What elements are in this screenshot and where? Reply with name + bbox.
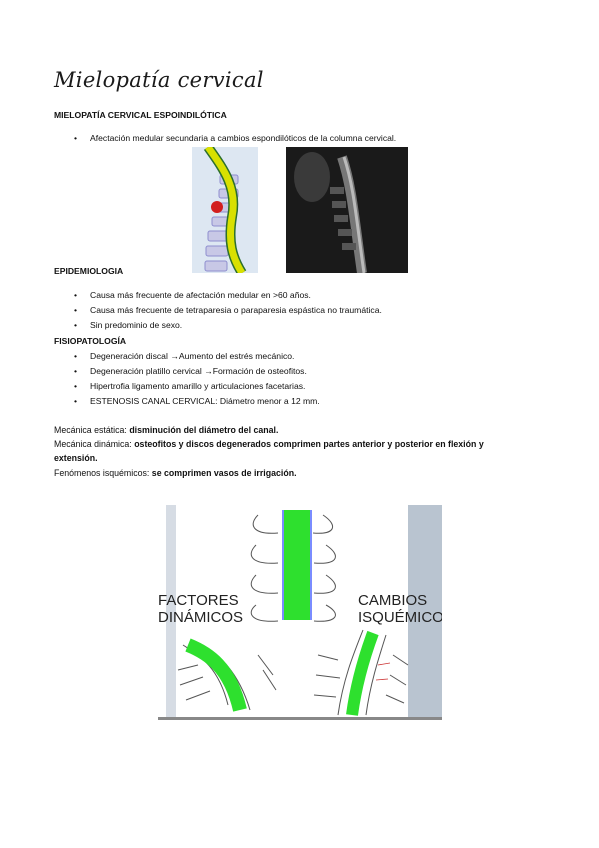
lesion-marker xyxy=(211,201,223,213)
static-mechanics-line: Mecánica estática: disminución del diáme… xyxy=(54,425,279,435)
list-item: •ESTENOSIS CANAL CERVICAL: Diámetro meno… xyxy=(74,396,320,406)
mechanics-figure: FACTORES DINÁMICOS CAMBIOS ISQUÉMICOS xyxy=(158,505,442,720)
spinal-cord-straight xyxy=(284,510,310,620)
list-item: •Degeneración platillo cervical →Formaci… xyxy=(74,366,307,376)
list-item: •Hipertrofia ligamento amarillo y articu… xyxy=(74,381,306,391)
list-item: •Afectación medular secundaria a cambios… xyxy=(74,133,397,143)
list-item: •Sin predominio de sexo. xyxy=(74,320,183,330)
section-heading-mielopatia: MIELOPATÍA CERVICAL ESPOINDILÓTICA xyxy=(54,110,227,120)
dynamic-mechanics-line-cont: extensión. xyxy=(54,453,98,463)
label-isquemicos: ISQUÉMICOS xyxy=(358,609,442,626)
spinal-cord-illustration xyxy=(205,147,245,273)
section-heading-epidemiologia: EPIDEMIOLOGIA xyxy=(54,266,124,276)
page-title: Mielopatía cervical xyxy=(54,68,264,92)
label-cambios: CAMBIOS xyxy=(358,592,427,609)
label-factores: FACTORES xyxy=(158,592,239,609)
lower-right-spine xyxy=(313,629,409,716)
section-heading-fisiopatologia: FISIOPATOLOGÍA xyxy=(54,336,127,346)
spinal-cord-extended-right xyxy=(346,630,379,716)
upper-spine-drawing xyxy=(250,514,336,622)
spine-figure xyxy=(192,147,408,273)
spinal-cord-flexed-left xyxy=(185,638,247,712)
list-item: •Causa más frecuente de tetraparesia o p… xyxy=(74,305,382,315)
list-item: •Degeneración discal →Aumento del estrés… xyxy=(74,351,295,361)
ischemic-line: Fenómenos isquémicos: se comprimen vasos… xyxy=(54,468,297,478)
dynamic-mechanics-line: Mecánica dinámica: osteofitos y discos d… xyxy=(54,439,484,449)
list-item: •Causa más frecuente de afectación medul… xyxy=(74,290,311,300)
label-dinamicos: DINÁMICOS xyxy=(158,609,243,626)
